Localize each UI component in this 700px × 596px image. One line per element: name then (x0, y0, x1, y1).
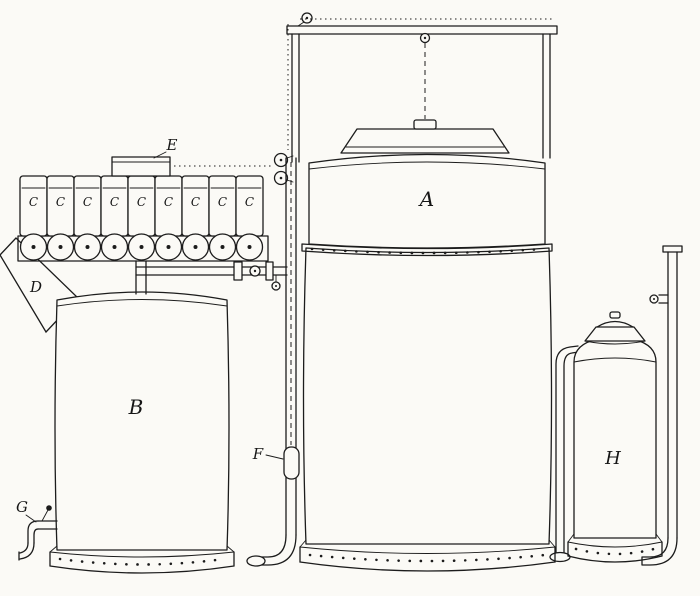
wheel-hub (247, 245, 252, 249)
spigot-handle-knob (46, 505, 52, 511)
tank-a-lid (340, 128, 510, 154)
pulley-brackets (286, 155, 294, 183)
tank-a-base-band (299, 546, 556, 572)
pulley-center-pin (423, 36, 427, 40)
spigot-g (18, 505, 58, 561)
hoist-ropes (174, 18, 552, 445)
frame-beam (286, 25, 558, 35)
tank-b (49, 291, 235, 574)
label-cell: C (245, 195, 254, 209)
spigot-pipe (37, 520, 58, 530)
standpipe-elbow (641, 537, 678, 566)
label-cell: C (110, 195, 119, 209)
manifold-horizontal-pipe (135, 266, 288, 276)
frame-left-post (291, 33, 300, 163)
tank-b-rim-line (56, 299, 228, 307)
chute-d (0, 237, 79, 334)
spigot-elbow (27, 520, 39, 544)
tank-a-lower-drum (302, 247, 553, 545)
standpipe-body (667, 251, 678, 539)
label-cell: C (191, 195, 200, 209)
cell-row (19, 175, 264, 237)
filler-pipe-body (555, 345, 579, 557)
tank-b-body (54, 291, 230, 551)
label-tank-b: B (128, 395, 144, 419)
label-cell: C (83, 195, 92, 209)
can-dome (596, 320, 634, 328)
manifold-piping (135, 260, 288, 295)
wheel-hub (58, 245, 63, 249)
label-tank-a: A (418, 187, 434, 211)
can-collar (584, 326, 646, 342)
spigot-spout (18, 542, 35, 561)
tank-a (299, 119, 556, 572)
can-knob (609, 311, 621, 319)
can-h (567, 311, 663, 563)
wheel-hub (193, 245, 198, 249)
label-gauge-f: F (252, 445, 264, 463)
label-cell: C (56, 195, 65, 209)
filler-pipe-foot (549, 551, 571, 563)
drain-valve-pin (275, 285, 277, 287)
label-cell: C (218, 195, 227, 209)
chute-outline (0, 237, 79, 334)
cell-battery (17, 156, 269, 262)
label-cell: C (164, 195, 173, 209)
main-standpipe-foot (246, 555, 266, 567)
spigot-leader (25, 514, 37, 523)
can-base-band (567, 541, 663, 563)
wheel-hub (31, 245, 36, 249)
standpipe-valve-pin (653, 298, 655, 300)
tank-a-seam (301, 243, 553, 257)
can-base-rim (567, 541, 663, 548)
cell-labels: C C C C C C C C C (29, 195, 254, 209)
pulley-top-left-mount (297, 21, 305, 27)
tank-b-base-band (49, 551, 235, 574)
wheel-hub (166, 245, 171, 249)
tank-a-base-rim (299, 546, 556, 554)
can-rivet-row (574, 547, 656, 556)
pipe-coupling (265, 261, 274, 281)
wheel-hub (85, 245, 90, 249)
label-cell: C (137, 195, 146, 209)
tank-a-lifting-lug (413, 119, 437, 130)
standpipe-cap (662, 245, 683, 253)
wheel-hub (220, 245, 225, 249)
label-cover-e-leader (153, 151, 167, 159)
can-base-flare (567, 533, 663, 543)
pulley-post-lower-pin (279, 176, 283, 180)
part-labels: A B H D E F G C C C C C C C C C (16, 136, 621, 516)
tank-a-base-flare (299, 539, 556, 548)
label-cell: C (29, 195, 38, 209)
tank-a-rim-line (308, 161, 546, 170)
label-chute-d: D (29, 278, 42, 296)
tank-b-base-rivets (58, 557, 226, 566)
label-spigot-g: G (16, 498, 28, 516)
spigot-handle (41, 509, 49, 522)
wheel-hub (139, 245, 144, 249)
gauge-body (283, 446, 300, 480)
label-can-h: H (604, 448, 621, 469)
wheel-row (19, 233, 264, 261)
pipe-union-pin (253, 269, 257, 273)
hoist-frame (273, 12, 558, 186)
can-body (573, 338, 657, 539)
right-standpipe (641, 245, 683, 566)
pipe-coupling (233, 261, 243, 281)
tank-b-base-flare (49, 545, 235, 553)
standpipe-stub (658, 294, 669, 304)
tank-b-base-rim (49, 551, 235, 558)
pulley-post-upper-pin (279, 158, 283, 162)
cell-cover-e (111, 156, 171, 177)
wheel-hub (112, 245, 117, 249)
frame-right-post (542, 33, 551, 159)
can-collar-flange (584, 340, 646, 345)
gauge-leader (265, 454, 284, 460)
gauge-f (265, 446, 300, 480)
label-cover-e: E (166, 136, 178, 154)
can-shoulder-seam (573, 357, 657, 363)
manifold-down-pipe (135, 260, 147, 295)
tank-a-base-rivets (308, 553, 547, 563)
